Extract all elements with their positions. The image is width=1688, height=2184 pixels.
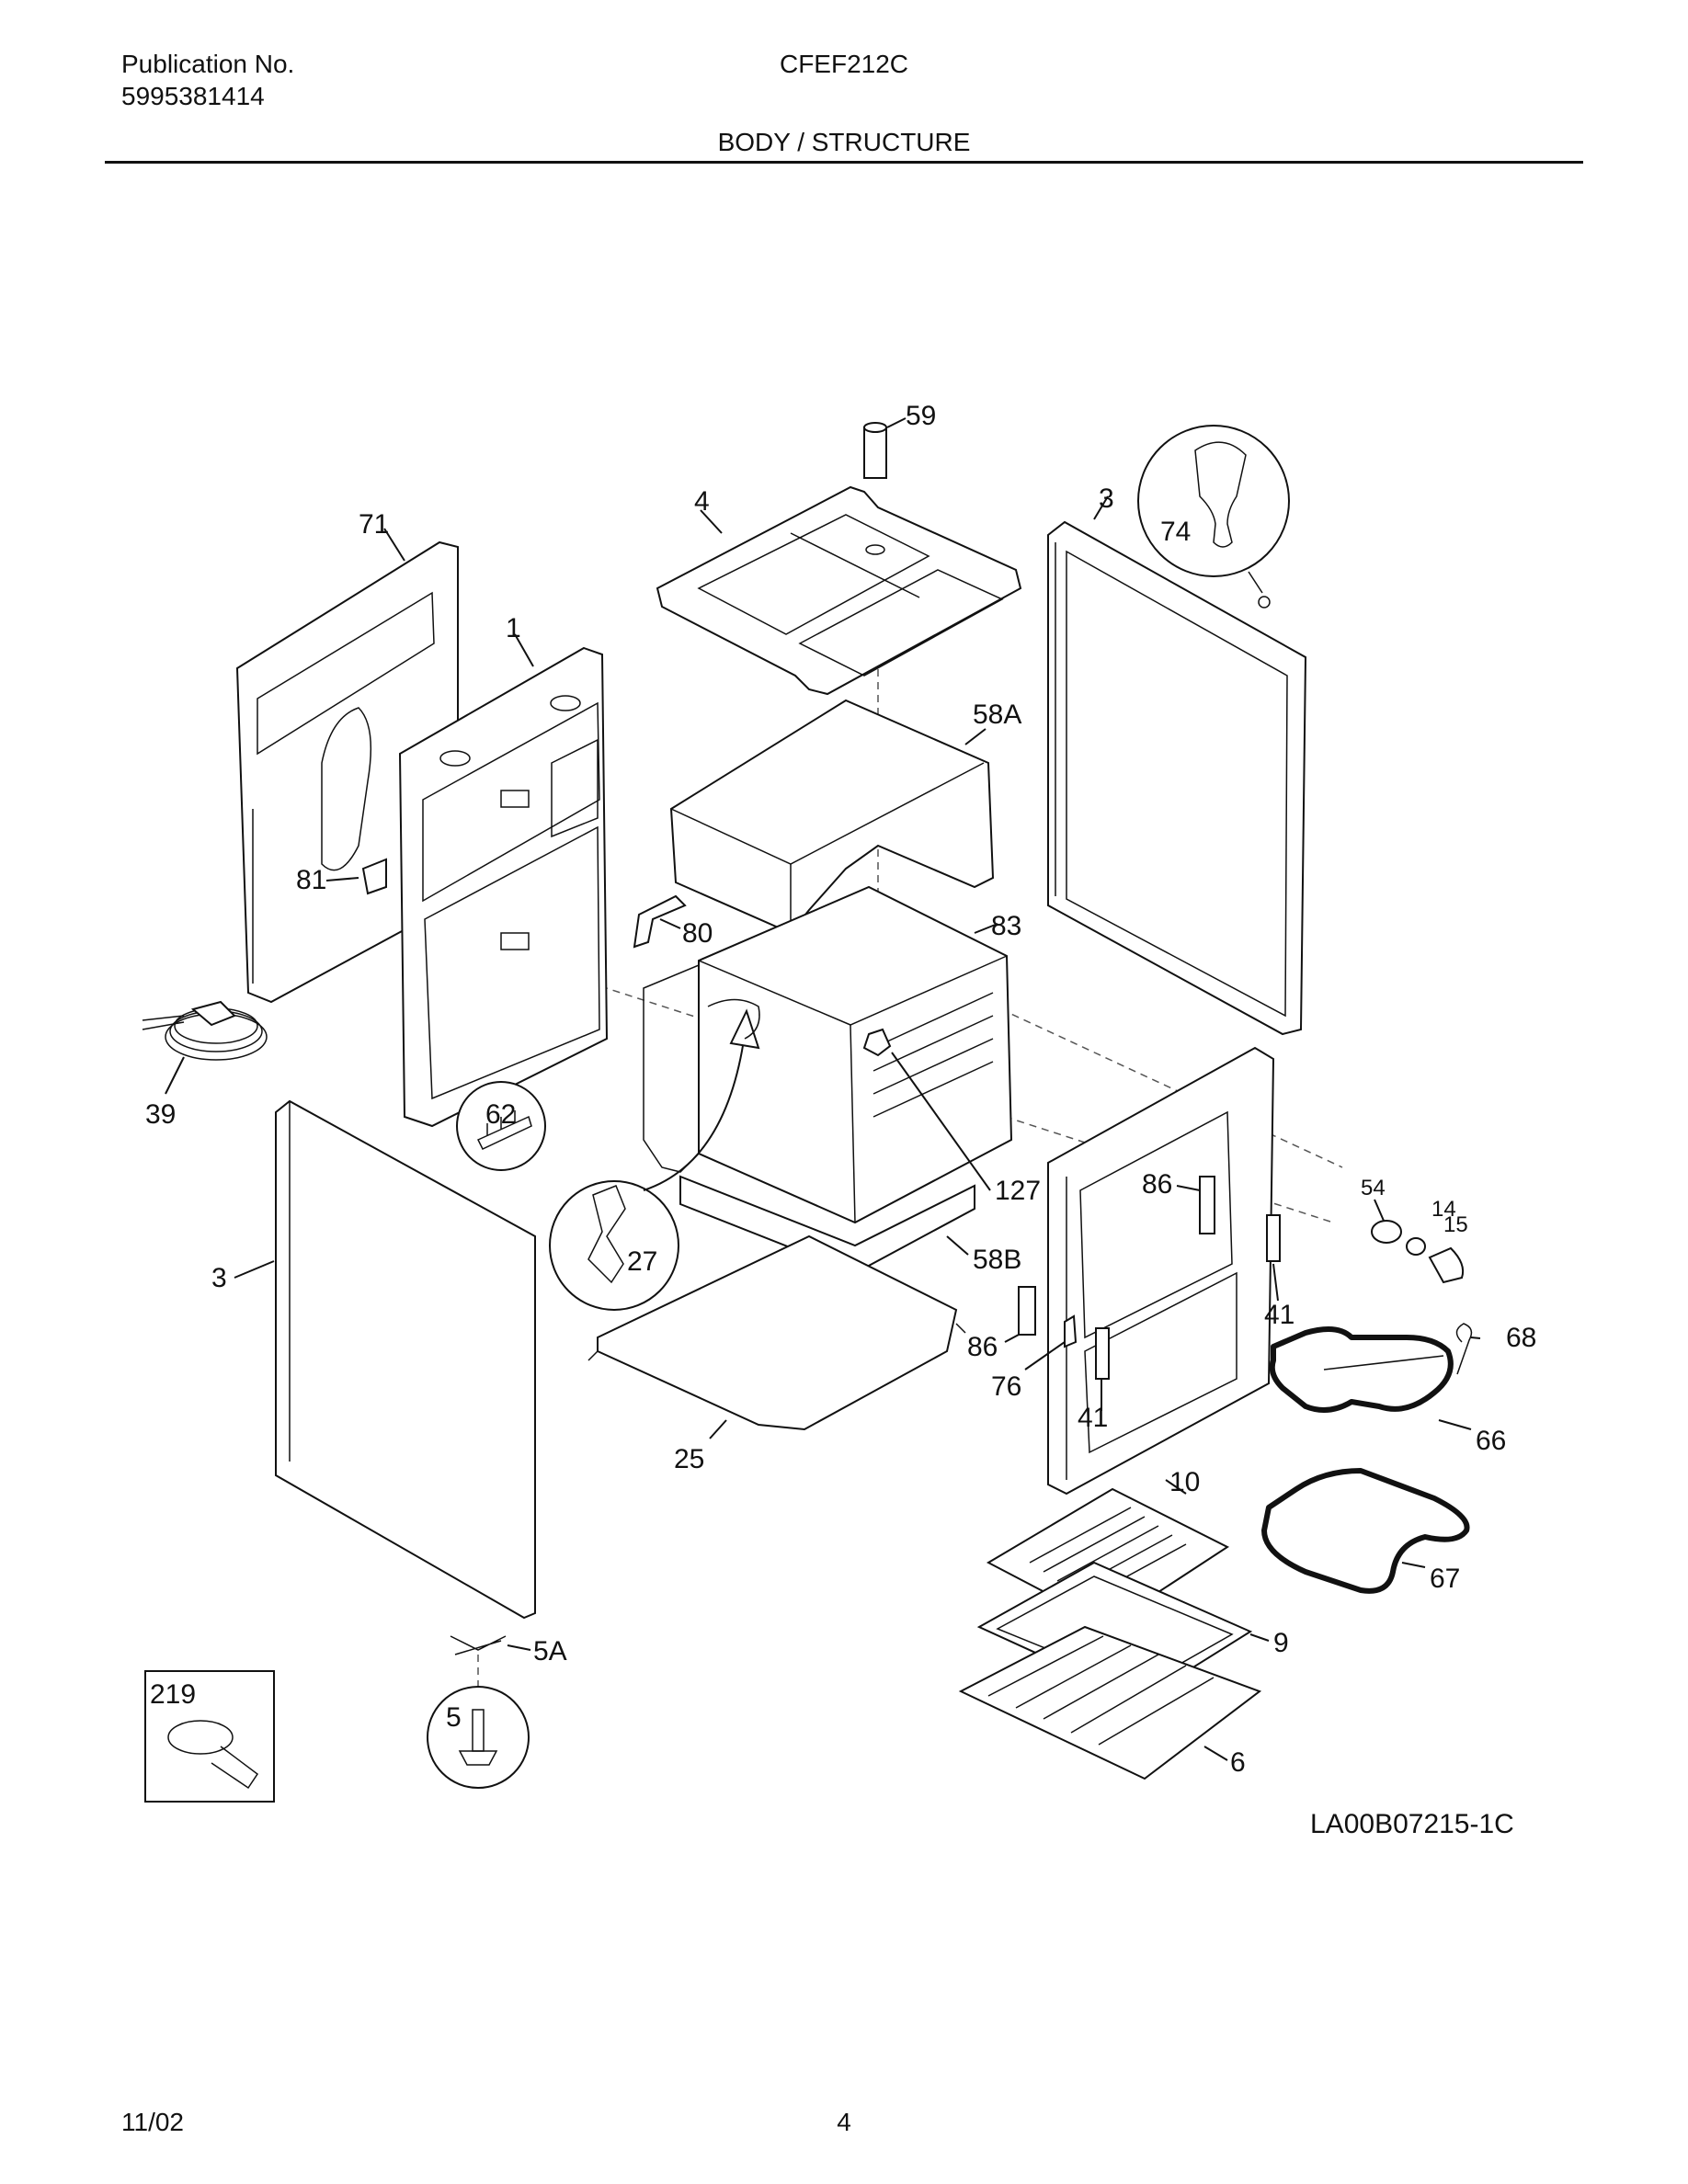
header-divider [105, 161, 1583, 164]
callout: 81 [296, 865, 326, 895]
callout: 71 [359, 509, 389, 540]
callout: 5A [533, 1636, 567, 1666]
callout: 41 [1264, 1300, 1295, 1330]
callout: 3 [211, 1263, 227, 1293]
callout: 27 [627, 1246, 657, 1277]
footer-date: 11/02 [121, 2108, 184, 2136]
part-81-bracket [361, 858, 387, 895]
callout-labels: 59 4 3 74 71 1 58A 81 80 83 39 62 127 86… [145, 401, 1536, 1778]
part-5-leveler-detail [427, 1686, 530, 1789]
callout: 62 [485, 1099, 516, 1130]
figure-code: LA00B07215-1C [1310, 1809, 1514, 1839]
callout: 39 [145, 1099, 176, 1130]
part-6-oven-rack [958, 1625, 1262, 1780]
callout: 9 [1273, 1628, 1289, 1658]
part-59-spacer [863, 422, 887, 479]
callout: 3 [1099, 483, 1114, 514]
part-62-clip-detail [456, 1081, 546, 1171]
callout: 6 [1230, 1747, 1246, 1778]
part-66-broil-element [1269, 1326, 1454, 1413]
callout: 58B [973, 1245, 1021, 1275]
part-219-thermostat-detail [144, 1670, 275, 1803]
callout: 127 [995, 1176, 1041, 1206]
part-58A-top-insulation [669, 699, 995, 935]
callout: 80 [682, 918, 713, 949]
callout: 67 [1430, 1564, 1460, 1594]
page-number: 4 [837, 2108, 851, 2136]
callout: 14 [1431, 1197, 1456, 1222]
callout: 83 [991, 911, 1021, 941]
part-54-14-15-knob-set [1371, 1220, 1465, 1284]
callout: 68 [1506, 1323, 1536, 1353]
part-27-clip-detail [549, 998, 760, 1311]
callout: 54 [1361, 1176, 1386, 1200]
callout: 25 [674, 1444, 704, 1474]
part-127-clip [862, 1028, 892, 1057]
callout: 15 [1443, 1212, 1468, 1237]
publication-number: 5995381414 [121, 82, 265, 110]
part-3-side-panel-left [275, 1099, 536, 1620]
part-67-bake-element [1261, 1468, 1470, 1594]
callout: 76 [991, 1371, 1021, 1402]
callout: 59 [906, 401, 936, 431]
part-80-bracket [633, 894, 687, 949]
assembly-line [964, 992, 1343, 1168]
callout: 58A [973, 700, 1021, 730]
leader-lines [165, 417, 1481, 1761]
part-86-lower-bracket [1018, 1286, 1036, 1336]
model-number: CFEF212C [779, 50, 909, 78]
callout: 74 [1160, 517, 1191, 547]
part-3-side-panel-right [1047, 520, 1307, 1036]
callout: 41 [1078, 1403, 1108, 1433]
callout: 5 [446, 1702, 462, 1733]
callout: 4 [694, 486, 710, 517]
part-86-upper-bracket [1199, 1176, 1215, 1234]
part-4-top-panel [656, 485, 1022, 696]
part-68-clip [1455, 1323, 1473, 1375]
part-39-power-cord [142, 1000, 268, 1061]
part-74-plug-detail [1137, 425, 1290, 609]
callout: 1 [506, 613, 521, 643]
callout: 86 [1142, 1169, 1172, 1200]
part-1-rear-panel [398, 646, 609, 1128]
callout: 66 [1476, 1426, 1506, 1456]
part-41-upper-hinge [1266, 1214, 1281, 1262]
part-76-clip [1064, 1314, 1078, 1348]
callout: 10 [1169, 1467, 1200, 1497]
publication-label: Publication No. [121, 50, 295, 78]
part-25-oven-bottom [587, 1234, 966, 1431]
part-41-lower-hinge [1095, 1327, 1110, 1380]
part-5A-leveler-bracket [450, 1635, 507, 1655]
part-66-element-rail [1323, 1355, 1444, 1371]
callout: 219 [150, 1679, 196, 1710]
section-title: BODY / STRUCTURE [717, 128, 971, 156]
callout: 86 [967, 1332, 998, 1362]
part-front-frame [1047, 1046, 1275, 1496]
